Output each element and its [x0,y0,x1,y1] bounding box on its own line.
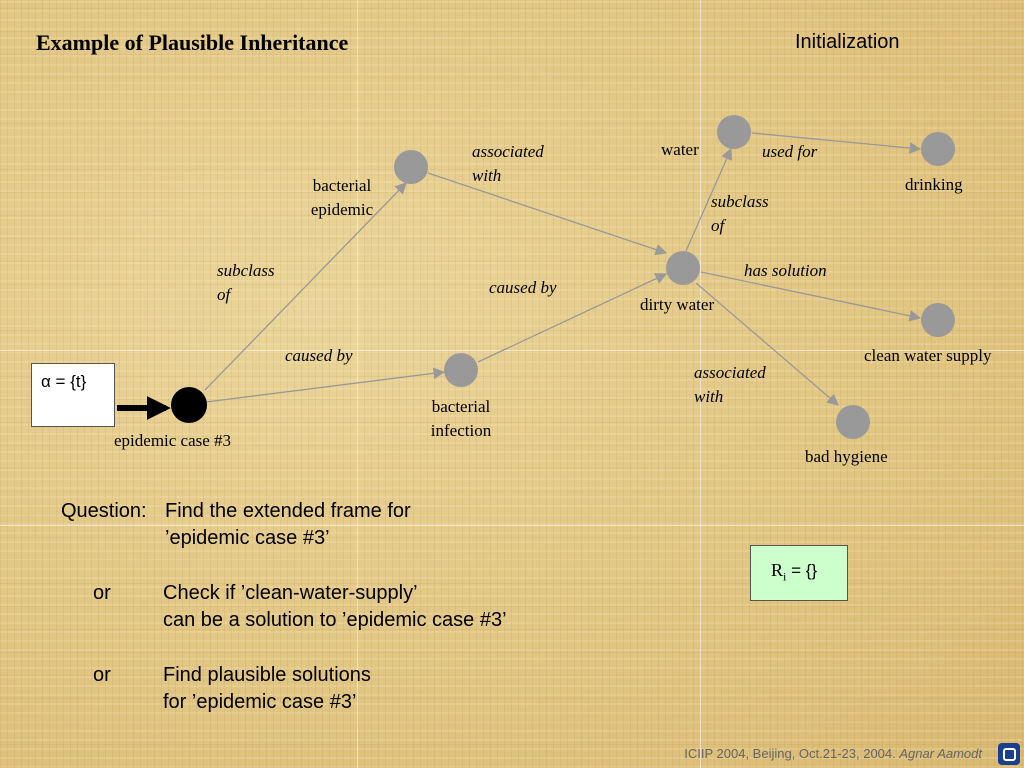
result-set-subscript: i [783,569,787,584]
footer-text: ICIIP 2004, Beijing, Oct.21-23, 2004. [684,746,900,761]
label-clean-water-supply: clean water supply [864,346,992,365]
background-guide-line [0,525,1024,526]
question-or-2: or [93,664,111,686]
slide-nav-icon[interactable] [998,743,1020,765]
question-line-4: can be a solution to ’epidemic case #3’ [163,609,507,631]
node-clean-water-supply [921,303,955,337]
edge-subclass-of-2 [685,147,733,252]
label-bacterial-epidemic: bacterial epidemic [310,176,374,219]
question-line-3: Check if ’clean-water-supply’ [163,582,418,604]
background-guide-line [700,0,701,768]
result-set-symbol: R [771,560,784,580]
question-line-5: Find plausible solutions [163,664,371,686]
question-line-1: Find the extended frame for [165,500,411,522]
edge-associated-with-1 [427,172,668,256]
edge-label-used-for: used for [762,142,818,161]
label-dirty-water: dirty water [640,295,715,314]
edge-label-has-solution: has solution [744,261,827,280]
footer: ICIIP 2004, Beijing, Oct.21-23, 2004. Ag… [684,746,982,761]
edge-label-caused-by-1: caused by [489,278,557,297]
node-drinking [921,132,955,166]
edge-label-subclass-of-1: subclass of [711,192,769,235]
question-line-2: ’epidemic case #3’ [165,527,330,549]
background-guide-line [0,350,1024,351]
label-drinking: drinking [905,175,963,194]
edge-caused-by-1 [205,367,446,403]
square-icon [1002,747,1016,761]
question-or-1: or [93,582,111,604]
edge-caused-by-2 [477,273,668,363]
question-line-6: for ’epidemic case #3’ [163,691,357,713]
label-bacterial-infection: bacterial infection [430,397,492,440]
step-label: Initialization [795,31,900,53]
edge-used-for [751,132,922,154]
footer-author: Agnar Aamodt [899,746,982,761]
edge-label-associated-with-2: associated with [694,363,766,406]
result-set-value: = {} [786,561,818,580]
label-epidemic-case: epidemic case #3 [114,431,232,450]
node-bacterial-epidemic [394,150,428,184]
node-epidemic-case [171,387,207,423]
background-guide-line [357,0,358,768]
result-set-box: Ri = {} [750,545,848,601]
node-dirty-water [666,251,700,285]
edge-has-solution [700,271,922,322]
label-water: water [661,140,699,159]
edge-associated-with-2 [695,282,839,406]
question-label: Question: [61,500,147,522]
node-bad-hygiene [836,405,870,439]
slide-title: Example of Plausible Inheritance [36,30,349,55]
edge-label-caused-by-2: caused by [285,346,353,365]
label-bad-hygiene: bad hygiene [805,447,888,466]
edge-subclass-of-1 [204,182,407,391]
edge-label-subclass-of-2: subclass of [217,261,275,304]
node-bacterial-infection [444,353,478,387]
node-water [717,115,751,149]
alpha-assignment-box: α = {t} [31,363,115,427]
edge-label-associated-with-1: associated with [472,142,544,185]
